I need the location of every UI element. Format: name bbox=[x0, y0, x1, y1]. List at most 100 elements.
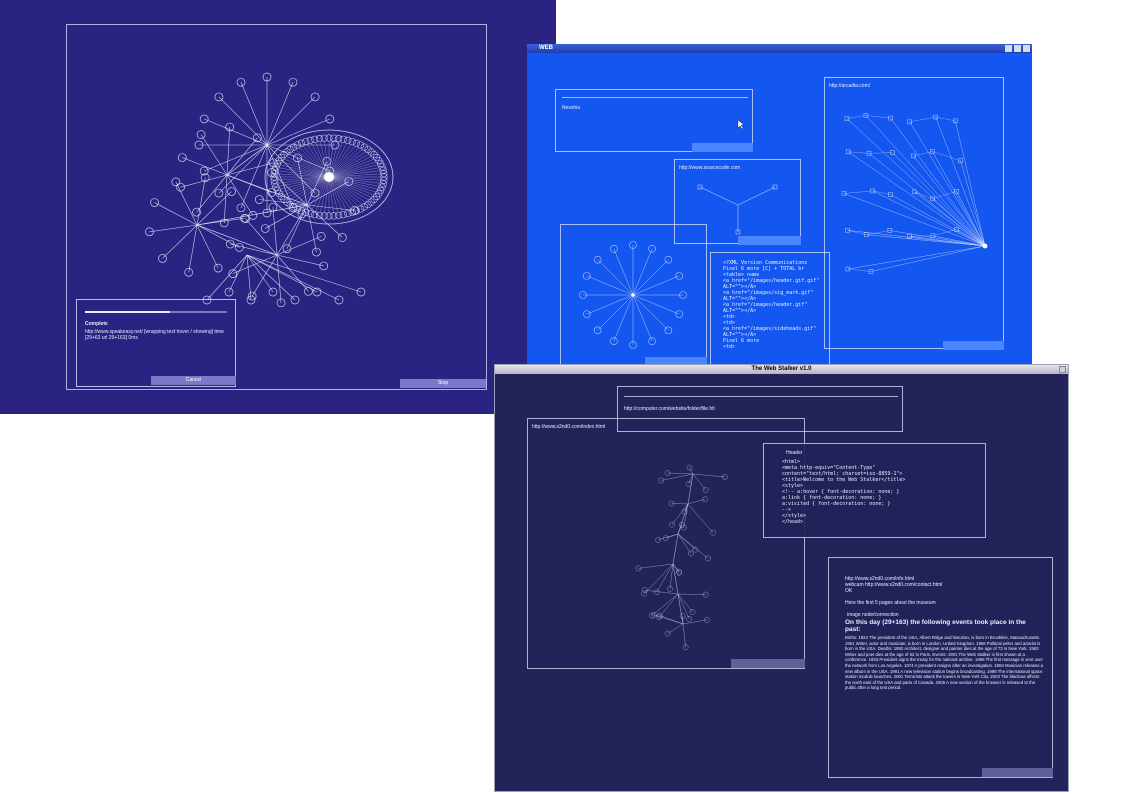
graph-edge bbox=[328, 147, 359, 178]
graph-node bbox=[283, 198, 291, 206]
graph-edge bbox=[218, 144, 268, 194]
graph-edge bbox=[302, 176, 330, 209]
graph-node bbox=[887, 228, 893, 233]
cancel-label: Cancel bbox=[185, 377, 202, 383]
graph-node bbox=[290, 203, 298, 211]
status-button[interactable] bbox=[692, 143, 753, 152]
graph-edge bbox=[328, 141, 334, 178]
minimize-icon[interactable] bbox=[1005, 45, 1012, 52]
graph-node bbox=[267, 168, 277, 177]
graph-node bbox=[593, 326, 602, 335]
graph-edge bbox=[913, 155, 986, 247]
graph-node bbox=[844, 116, 850, 121]
graph-edge bbox=[266, 144, 316, 194]
graph-edge bbox=[240, 82, 268, 146]
graph-edge bbox=[847, 230, 867, 235]
graph-node bbox=[686, 464, 693, 471]
graph-node bbox=[315, 135, 324, 143]
close-icon[interactable] bbox=[1023, 45, 1030, 52]
link-map-graph bbox=[145, 72, 394, 308]
doc-link-2[interactable]: webcam http://www.s2nd0.com/contact.html bbox=[845, 582, 943, 588]
window-title: The Web Stalker v1.0 bbox=[751, 366, 812, 372]
graph-node bbox=[302, 208, 310, 216]
graph-node bbox=[330, 134, 338, 142]
graph-node bbox=[269, 158, 278, 168]
url-top-button[interactable] bbox=[738, 236, 801, 245]
graph-edge bbox=[162, 224, 198, 259]
graph-node bbox=[688, 550, 694, 557]
code-line: <a href="/images/header.gif.gif" bbox=[723, 278, 820, 284]
radial-panel bbox=[560, 224, 707, 366]
graph-edge bbox=[684, 503, 689, 512]
graph-node bbox=[664, 630, 671, 637]
doc-link-1[interactable]: http://www.s2nd0.com/info.html bbox=[845, 576, 915, 582]
graph-edge bbox=[848, 151, 986, 247]
graph-edge bbox=[872, 190, 986, 247]
graph-node bbox=[225, 239, 235, 249]
progress-bar bbox=[85, 311, 227, 313]
graph-node bbox=[675, 310, 683, 318]
graph-node bbox=[377, 160, 385, 168]
graph-edge bbox=[319, 141, 330, 178]
maximize-icon[interactable] bbox=[1014, 45, 1021, 52]
graph-edge bbox=[956, 229, 986, 247]
graph-edge bbox=[632, 275, 680, 296]
graph-edge bbox=[206, 254, 248, 301]
graph-edge bbox=[613, 248, 634, 296]
doc-panel-button[interactable] bbox=[982, 768, 1053, 777]
graph-panel-button[interactable] bbox=[731, 659, 805, 668]
graph-edge bbox=[276, 254, 324, 267]
graph-edge bbox=[632, 294, 653, 342]
graph-hub bbox=[324, 172, 334, 182]
address-text: http://computer.com/website/folder/file.… bbox=[624, 406, 715, 412]
status-window: Complete http://www.speakeasy.net/ [wrap… bbox=[76, 299, 236, 387]
graph-node bbox=[907, 119, 912, 125]
graph-node bbox=[379, 180, 387, 188]
graph-node bbox=[302, 138, 310, 146]
close-icon[interactable] bbox=[1059, 366, 1066, 373]
graph-edge bbox=[276, 213, 303, 256]
graph-node bbox=[262, 72, 272, 82]
graph-edge bbox=[223, 174, 228, 223]
status-detail: http://www.speakeasy.net/ [wrapping text… bbox=[85, 329, 224, 341]
graph-node bbox=[890, 150, 895, 155]
graph-node bbox=[325, 114, 335, 124]
graph-node bbox=[692, 546, 699, 553]
code-line: <html> bbox=[782, 459, 801, 465]
fan-button[interactable] bbox=[943, 341, 1004, 350]
stop-button[interactable]: Stop bbox=[400, 379, 486, 388]
graph-node bbox=[235, 243, 244, 252]
graph-edge bbox=[246, 254, 340, 301]
graph-node bbox=[330, 140, 340, 150]
graph-edge bbox=[196, 174, 228, 213]
radial-button[interactable] bbox=[645, 357, 707, 366]
graph-edge bbox=[871, 245, 986, 272]
graph-node bbox=[648, 245, 656, 253]
graph-edge bbox=[677, 533, 709, 559]
graph-edge bbox=[299, 147, 330, 178]
graph-edge bbox=[586, 294, 634, 315]
graph-edge bbox=[280, 176, 330, 190]
graph-edge bbox=[306, 176, 330, 210]
code-line: ALT=""></A> bbox=[723, 308, 757, 314]
code-line: <td> bbox=[723, 314, 736, 320]
graph-node bbox=[373, 153, 381, 162]
graph-edge bbox=[266, 144, 294, 208]
graph-edge bbox=[955, 120, 986, 247]
graph-edge bbox=[283, 176, 330, 196]
graph-edge bbox=[196, 204, 308, 226]
graph-node bbox=[679, 291, 687, 299]
graph-edge bbox=[669, 563, 674, 589]
graph-node bbox=[678, 522, 685, 528]
graph-node bbox=[334, 211, 343, 219]
cancel-button[interactable]: Cancel bbox=[151, 376, 236, 385]
graph-edge bbox=[328, 144, 352, 178]
code-line: <title>Welcome to the Web Stalker</title… bbox=[782, 477, 906, 483]
url-top: http://www.sourcecode.com bbox=[679, 165, 741, 171]
graph-node bbox=[315, 211, 324, 219]
graph-edge bbox=[632, 259, 669, 296]
graph-node bbox=[276, 298, 286, 308]
status-panel: Nesshia bbox=[555, 89, 753, 152]
doc-link-3[interactable]: OK bbox=[845, 588, 853, 594]
graph-node bbox=[330, 212, 338, 220]
